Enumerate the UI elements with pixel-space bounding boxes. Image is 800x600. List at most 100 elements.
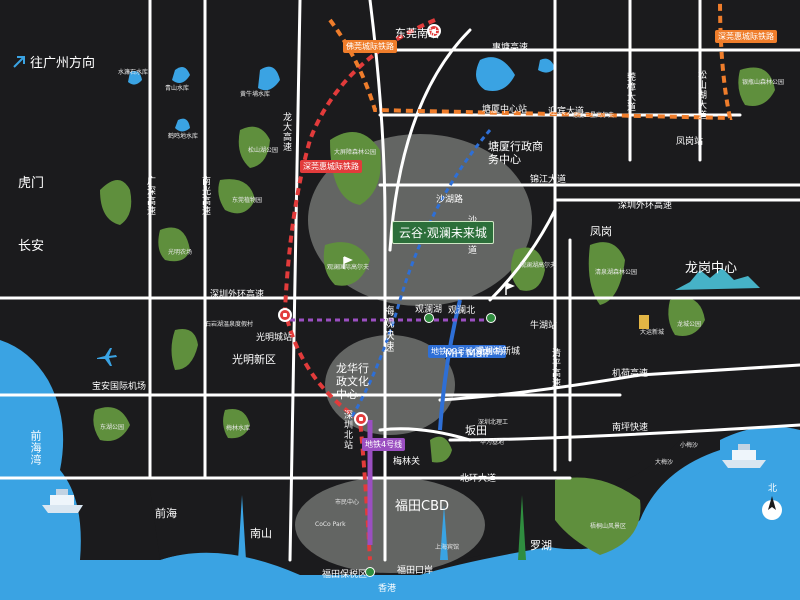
poi-label: 东湖公园 xyxy=(100,424,125,431)
poi-label: 大运新城 xyxy=(640,329,665,336)
north-arrow-icon xyxy=(762,496,782,520)
station-icon xyxy=(424,313,434,323)
metro-22-line xyxy=(438,299,462,431)
road-meilinguan: 梅林关 xyxy=(393,457,421,467)
station-guangming-city: 光明城站 xyxy=(256,333,293,343)
city-guangzhou-direction: 往广州方向 xyxy=(30,56,96,71)
label-longhua-center: 龙华行政文化中心 xyxy=(336,362,369,401)
station-futian-bonded: 福田保税区 xyxy=(322,570,368,580)
skyscraper-icons xyxy=(238,495,526,560)
station-icon xyxy=(354,412,368,426)
city-humen: 虎门 xyxy=(18,176,45,191)
station-icon xyxy=(365,567,375,577)
poi-label: CoCo Park xyxy=(315,521,346,528)
poi-label: 深圳北理工 xyxy=(478,419,509,426)
ship-icon xyxy=(722,444,766,468)
road-shahe: 沙湖路 xyxy=(436,195,464,205)
poi-label: 大梅沙 xyxy=(655,459,674,466)
poi-label: 上海宾馆 xyxy=(435,544,460,551)
golf-icon xyxy=(343,256,353,269)
station-guanlan-north: 观澜北 xyxy=(448,306,476,316)
poi-label: 松山湖公园 xyxy=(248,147,279,154)
poi-label: 青山水库 xyxy=(165,85,190,92)
metro-blue-line xyxy=(348,129,492,421)
city-qianhaiwan: 前海湾 xyxy=(29,430,42,466)
poi-label: 塘厦三星高尔夫 xyxy=(572,112,615,119)
poi-label: 华为基地 xyxy=(480,439,505,446)
road-yingbin: 迎宾大道 xyxy=(548,107,585,117)
poi-label: 大屏障森林公园 xyxy=(334,149,377,156)
city-bantian: 坂田 xyxy=(465,424,487,437)
station-icon xyxy=(427,24,441,38)
road-nanping: 南坪快速 xyxy=(612,423,649,433)
airplane-icon xyxy=(97,348,117,366)
poi-label: 梧桐山风景区 xyxy=(590,523,627,530)
city-futian-cbd: 福田CBD xyxy=(395,499,450,514)
airport-label: 宝安国际机场 xyxy=(92,382,147,392)
shenzhen-bay-water xyxy=(0,426,800,600)
rail-red-tag: 深莞惠城际铁路 xyxy=(300,160,362,173)
poi-label: 观澜国际高尔夫 xyxy=(327,264,370,271)
road-qingping: 清平高速 xyxy=(550,348,560,388)
station-dongguan-south: 东莞南站 xyxy=(395,27,439,40)
poi-mh-mall: MH Mall xyxy=(445,347,489,360)
ship-icon xyxy=(42,489,83,513)
metro-22-tag: 地铁22号线(规划中) xyxy=(428,345,507,358)
station-niuhu: 牛湖站 xyxy=(530,321,558,331)
longgang-skyline-icon xyxy=(675,268,760,290)
station-guanlan-lake: 观澜湖 xyxy=(415,305,443,315)
lakes xyxy=(128,57,555,132)
city-fenggang: 凤岗 xyxy=(590,225,612,238)
road-longda: 龙大高速 xyxy=(281,112,291,152)
poi-label: 光明农场 xyxy=(168,249,193,256)
direction-arrow-icon xyxy=(13,56,25,68)
road-beihuan: 北环大道 xyxy=(460,474,497,484)
parks xyxy=(93,67,775,555)
station-icon xyxy=(486,313,496,323)
poi-label: 水濂石水库 xyxy=(118,69,149,76)
poi-label: 清泉湖森林公园 xyxy=(595,269,638,276)
poi-label: 石岩湖温泉度假村 xyxy=(205,321,254,328)
road-songzhi: 松山湖大道 xyxy=(696,70,706,120)
road-meiguan: 梅观快速 xyxy=(382,305,395,353)
city-longgang: 龙岗中心 xyxy=(685,261,738,276)
poi-label: 小梅沙 xyxy=(680,442,699,449)
station-futian-port: 福田口岸 xyxy=(397,566,434,576)
city-nanshan: 南山 xyxy=(250,527,272,540)
poi-label: 观澜湖高尔夫 xyxy=(520,262,557,269)
building-icon xyxy=(639,315,649,329)
longhua-center-zone xyxy=(325,335,455,435)
poi-label: 梅林水库 xyxy=(226,425,251,432)
road-guanzhang: 莞樟大道 xyxy=(625,72,635,112)
rail-red-dashed xyxy=(282,18,436,561)
city-guangming: 光明新区 xyxy=(232,353,276,366)
poi-label: 龙城公园 xyxy=(677,321,702,328)
rail-orange-dashed xyxy=(328,0,733,121)
rail-orange-tag: 佛莞城际铁路 xyxy=(343,40,397,53)
station-icon xyxy=(278,308,292,322)
road-huilong: 惠塘高速 xyxy=(492,43,529,53)
road-outer-ring: 深圳外环高速 xyxy=(210,290,265,300)
station-fenggang: 凤岗站 xyxy=(676,137,704,147)
poi-label: 鹤鸣地水库 xyxy=(168,133,199,140)
poi-label: 银瓶山森林公园 xyxy=(742,79,785,86)
label-tangxia-admin: 塘厦行政商务中心 xyxy=(488,140,543,166)
golf-icon xyxy=(505,282,515,295)
road-nanguang: 南光高速 xyxy=(200,176,210,216)
poi-label: 市民中心 xyxy=(335,499,360,506)
road-guangshen: 广深高速 xyxy=(145,176,155,216)
poi-label: 东莞植物园 xyxy=(232,197,263,204)
poi-guanlan-new-city: 观澜湖新城 xyxy=(475,347,521,357)
city-changan: 长安 xyxy=(18,239,45,254)
road-network xyxy=(0,0,800,562)
rail-orange-tag-right: 深莞惠城际铁路 xyxy=(715,30,777,43)
futian-cbd-zone xyxy=(295,477,485,573)
poi-label: 黄牛埔水库 xyxy=(240,91,271,98)
north-label: 北 xyxy=(768,484,778,494)
road-jihe: 机荷高速 xyxy=(612,369,649,379)
label-hongkong: 香港 xyxy=(378,584,397,594)
metro-4-tag: 地铁4号线 xyxy=(362,438,406,451)
city-qianhai: 前海 xyxy=(155,507,177,520)
